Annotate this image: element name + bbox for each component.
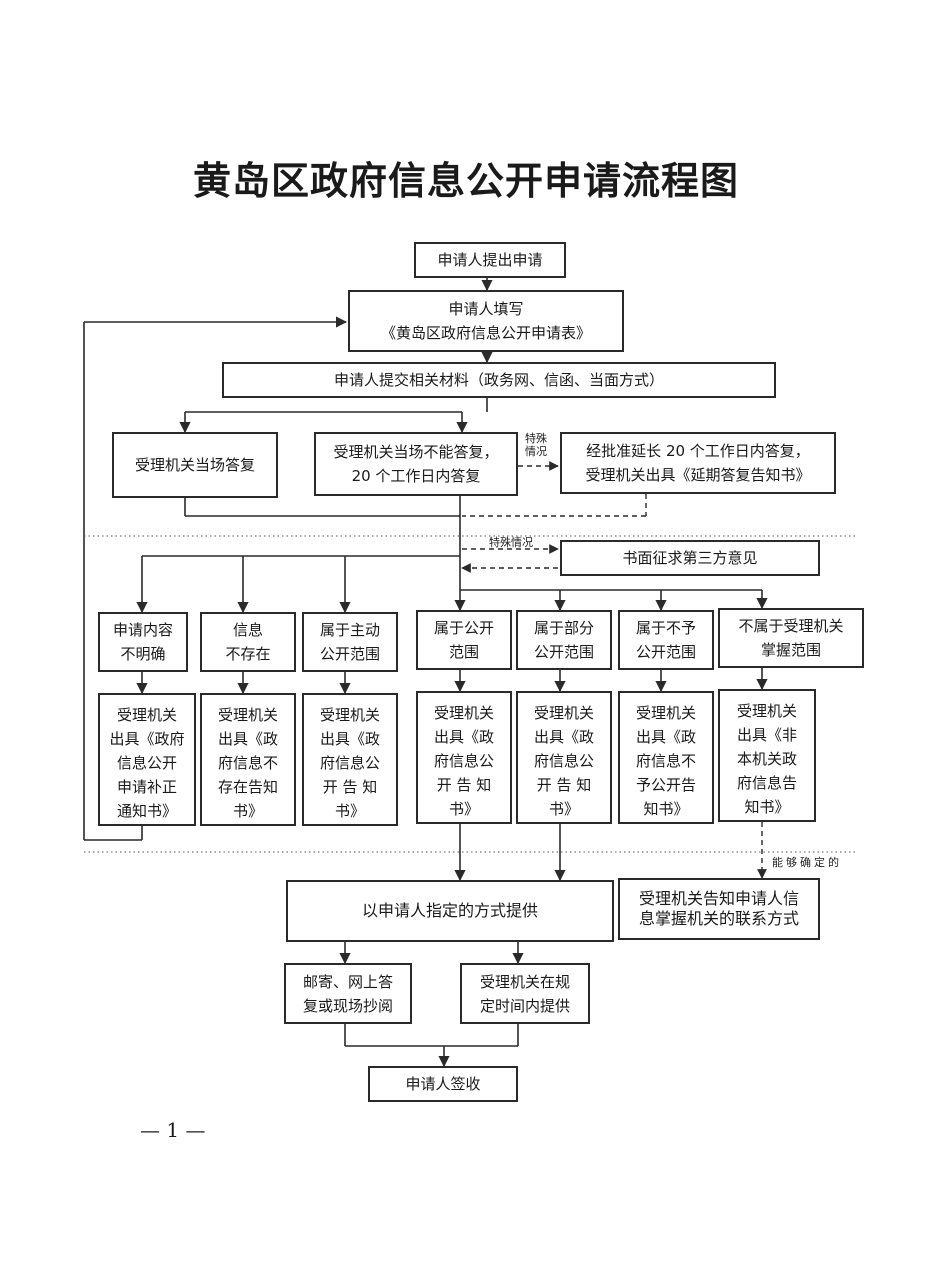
node-partial-scope: 属于部分 公开范围 <box>516 610 612 670</box>
node-notice-correct: 受理机关 出具《政府 信息公开 申请补正 通知书》 <box>98 693 196 826</box>
node-notice-active: 受理机关 出具《政 府信息公 开 告 知 书》 <box>302 693 398 826</box>
node-active-scope: 属于主动 公开范围 <box>302 612 398 672</box>
node-apply: 申请人提出申请 <box>414 242 566 278</box>
node-notice-not-held: 受理机关 出具《非 本机关政 府信息告 知书》 <box>718 689 816 822</box>
note-special-situation-1: 特殊 情况 <box>525 432 547 458</box>
node-fill-form: 申请人填写 《黄岛区政府信息公开申请表》 <box>348 290 624 352</box>
node-contact-info: 受理机关告知申请人信 息掌握机关的联系方式 <box>618 878 820 940</box>
node-notice-not-public: 受理机关 出具《政 府信息不 予公开告 知书》 <box>618 691 714 824</box>
node-notice-public: 受理机关 出具《政 府信息公 开 告 知 书》 <box>416 691 512 824</box>
node-submit: 申请人提交相关材料（政务网、信函、当面方式） <box>222 362 776 398</box>
node-provide-method: 以申请人指定的方式提供 <box>286 880 614 942</box>
node-notice-not-exist: 受理机关 出具《政 府信息不 存在告知 书》 <box>200 693 296 826</box>
node-unclear: 申请内容 不明确 <box>98 612 188 672</box>
node-not-public: 属于不予 公开范围 <box>618 610 714 670</box>
note-special-situation-2: 特殊情况 <box>489 536 533 549</box>
node-extend: 经批准延长 20 个工作日内答复， 受理机关出具《延期答复告知书》 <box>560 432 836 494</box>
note-can-determine: 能够确定的 <box>772 856 842 869</box>
node-provide-time: 受理机关在规 定时间内提供 <box>460 963 590 1024</box>
node-mail-online: 邮寄、网上答 复或现场抄阅 <box>284 963 412 1024</box>
node-notice-partial: 受理机关 出具《政 府信息公 开 告 知 书》 <box>516 691 612 824</box>
node-reply-onsite: 受理机关当场答复 <box>112 432 278 498</box>
node-not-exist: 信息 不存在 <box>200 612 296 672</box>
node-third-party: 书面征求第三方意见 <box>560 540 820 576</box>
node-reply-20days: 受理机关当场不能答复， 20 个工作日内答复 <box>314 432 518 496</box>
node-public-scope: 属于公开 范围 <box>416 610 512 670</box>
page-title: 黄岛区政府信息公开申请流程图 <box>192 158 739 203</box>
page-number: — 1 — <box>140 1118 206 1142</box>
node-sign: 申请人签收 <box>368 1066 518 1102</box>
node-not-held: 不属于受理机关 掌握范围 <box>718 608 864 668</box>
